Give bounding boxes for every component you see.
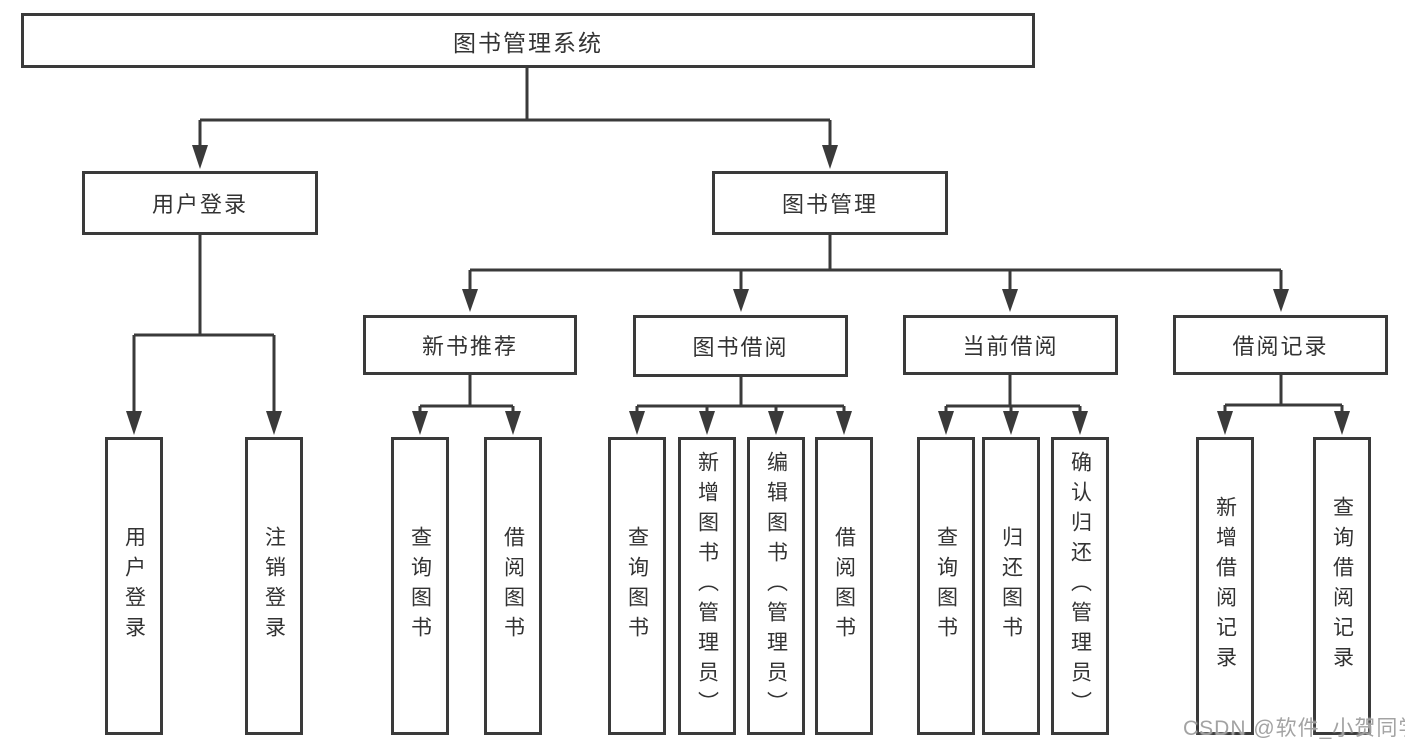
leaf-borrow-books: 借阅图书	[815, 437, 873, 735]
node-library-management-system: 图书管理系统	[21, 13, 1035, 68]
leaf-return-books: 归还图书	[982, 437, 1040, 735]
arrowheads	[126, 145, 1350, 435]
leaf-logout: 注销登录	[245, 437, 303, 735]
node-book-management: 图书管理	[712, 171, 948, 235]
node-book-borrowing: 图书借阅	[633, 315, 848, 377]
node-new-book-recommend: 新书推荐	[363, 315, 577, 375]
leaf-user-login: 用户登录	[105, 437, 163, 735]
leaf-confirm-return-admin: 确认归还（管理员）	[1051, 437, 1109, 735]
leaf-edit-books-admin: 编辑图书（管理员）	[747, 437, 805, 735]
node-current-borrowing: 当前借阅	[903, 315, 1118, 375]
leaf-query-borrow-record: 查询借阅记录	[1313, 437, 1371, 735]
leaf-add-books-admin: 新增图书（管理员）	[678, 437, 736, 735]
leaf-add-borrow-record: 新增借阅记录	[1196, 437, 1254, 735]
csdn-watermark: CSDN @软件_小贺同学	[1183, 717, 1405, 740]
leaf-query-books-current: 查询图书	[917, 437, 975, 735]
node-user-login: 用户登录	[82, 171, 318, 235]
node-borrowing-records: 借阅记录	[1173, 315, 1388, 375]
leaf-borrow-books-recommend: 借阅图书	[484, 437, 542, 735]
leaf-query-books-recommend: 查询图书	[391, 437, 449, 735]
leaf-query-books-borrowing: 查询图书	[608, 437, 666, 735]
